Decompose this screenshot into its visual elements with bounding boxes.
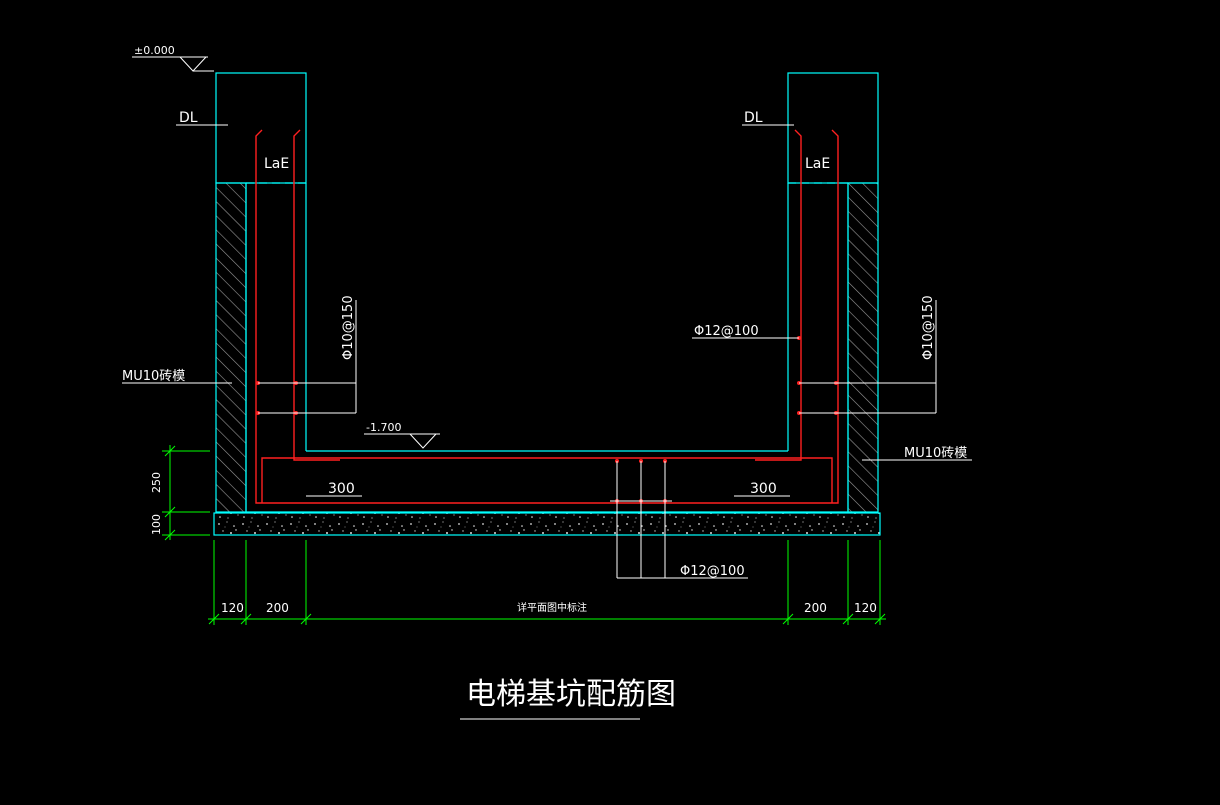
dim-vertical-100: 100 xyxy=(150,514,163,535)
beam-right-label: DL xyxy=(744,110,763,126)
rebar-slab-label: Φ12@100 xyxy=(680,564,745,579)
masonry-wall-left xyxy=(215,182,247,513)
beam-left xyxy=(215,72,307,184)
masonry-left-label: MU10砖模 xyxy=(122,369,185,384)
concrete-cushion xyxy=(213,512,881,536)
rebar-right-outer xyxy=(790,129,839,504)
elevation-bottom-label: -1.700 xyxy=(366,421,401,434)
dimensions xyxy=(162,445,886,625)
rebar-left-outer xyxy=(255,129,305,504)
dim-horizontal-120-left: 120 xyxy=(221,601,244,615)
anchor-right-label: LaE xyxy=(805,156,830,172)
dim-vertical-250: 250 xyxy=(150,472,163,493)
rebar-wall-right-label: Φ10@150 xyxy=(921,295,936,360)
rebar-left-inner xyxy=(293,129,340,461)
dim-horizontal-200-right: 200 xyxy=(804,601,827,615)
hook-left-label: 300 xyxy=(328,481,355,497)
dim-horizontal-center: 详平面图中标注 xyxy=(517,601,587,614)
rebar-right-inner xyxy=(755,129,802,461)
leader-lines xyxy=(122,56,972,720)
dim-horizontal-200-left: 200 xyxy=(266,601,289,615)
drawing-title: 电梯基坑配筋图 xyxy=(466,677,676,712)
masonry-right-label: MU10砖模 xyxy=(904,446,967,461)
beam-left-label: DL xyxy=(179,110,198,126)
rebar-wall-left-label: Φ10@150 xyxy=(341,295,356,360)
rebar-slab-top xyxy=(261,457,833,503)
rebar-dots xyxy=(256,336,838,503)
anchor-left-label: LaE xyxy=(264,156,289,172)
rebar xyxy=(255,129,839,504)
elevation-top-label: ±0.000 xyxy=(134,44,175,57)
hook-right-label: 300 xyxy=(750,481,777,497)
dim-horizontal-120-right: 120 xyxy=(854,601,877,615)
structure-outline xyxy=(215,72,879,513)
rebar-wall-inner-right-label: Φ12@100 xyxy=(694,324,759,339)
masonry-wall-right xyxy=(847,182,879,513)
